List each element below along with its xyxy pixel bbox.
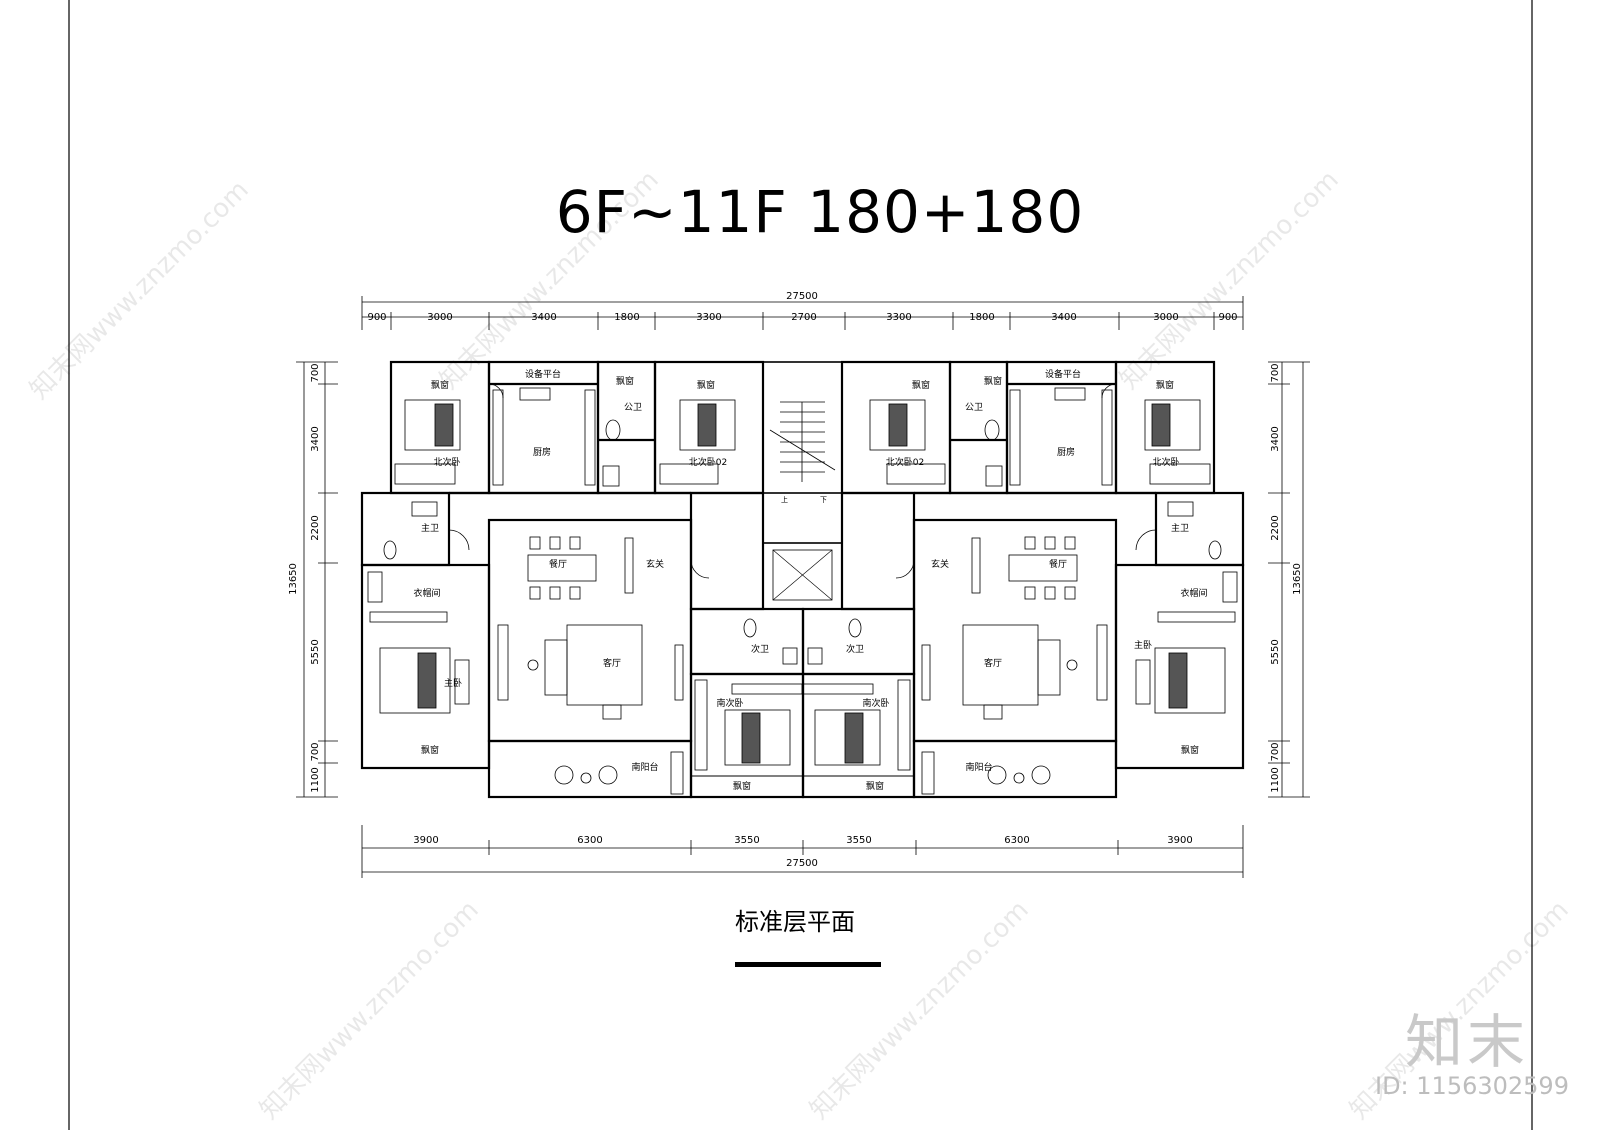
left-kitchen: 厨房 xyxy=(533,446,551,458)
right-north-bedroom: 北次卧 xyxy=(1152,456,1179,468)
right-dim-2: 3400 xyxy=(1270,426,1281,451)
left-bay-window-n1: 飘窗 xyxy=(431,379,449,391)
left-unit-walls xyxy=(360,360,805,799)
right-south-balcony: 南阳台 xyxy=(965,761,992,773)
right-total-dim: 13650 xyxy=(1292,563,1303,595)
left-dimension-chain: 13650 700 3400 2200 5550 700 1100 xyxy=(288,361,338,798)
left-south-bedroom: 南次卧 xyxy=(716,697,743,709)
right-dimension-chain: 13650 700 3400 2200 5550 700 1100 xyxy=(1268,361,1310,798)
bottom-dim-4: 3550 xyxy=(846,835,871,846)
right-dim-3: 2200 xyxy=(1270,515,1281,540)
left-bay-window-n2: 飘窗 xyxy=(616,375,634,387)
drawing-title: 6F~11F 180+180 xyxy=(555,178,1085,246)
right-master-bath: 主卫 xyxy=(1171,522,1189,534)
right-public-bath: 公卫 xyxy=(965,402,983,413)
top-dim-10: 3000 xyxy=(1153,312,1178,323)
top-dim-1: 900 xyxy=(367,312,386,323)
right-bay-window-s2: 飘窗 xyxy=(866,780,884,792)
left-master-bath: 主卫 xyxy=(421,522,439,534)
furniture xyxy=(367,387,1238,795)
right-dim-6: 1100 xyxy=(1270,767,1281,792)
door-swings xyxy=(448,383,1157,579)
left-second-bath: 次卫 xyxy=(751,643,769,655)
top-segment-ticks xyxy=(390,312,1215,330)
left-north-bedroom: 北次卧 xyxy=(433,456,460,468)
left-walk-in-closet: 衣帽间 xyxy=(413,587,440,599)
right-foyer: 玄关 xyxy=(931,558,949,570)
drawing-subtitle: 标准层平面 xyxy=(735,908,855,936)
left-public-bath: 公卫 xyxy=(624,402,642,413)
left-south-balcony: 南阳台 xyxy=(631,761,658,773)
left-master-bedroom: 主卧 xyxy=(444,677,462,689)
brand-logo: 知末 xyxy=(1405,1008,1530,1076)
left-dim-5: 700 xyxy=(310,742,321,761)
top-dim-5: 3300 xyxy=(696,312,721,323)
top-dim-11: 900 xyxy=(1218,312,1237,323)
right-bay-window-n2: 飘窗 xyxy=(984,375,1002,387)
left-living: 客厅 xyxy=(603,657,621,669)
top-dim-3: 3400 xyxy=(531,312,556,323)
subtitle-underline xyxy=(735,962,881,967)
top-dimension-chain: 27500 900 3000 3400 1800 3300 2700 3300 … xyxy=(361,291,1244,330)
top-total-dim: 27500 xyxy=(786,291,818,302)
left-north-bedroom-02: 北次卧02 xyxy=(689,456,727,468)
stair-up-label: 上 xyxy=(781,495,788,504)
right-unit-walls xyxy=(801,360,1245,799)
right-equipment-platform: 设备平台 xyxy=(1045,368,1081,380)
right-bay-window-n1: 飘窗 xyxy=(1156,379,1174,391)
top-dim-8: 1800 xyxy=(969,312,994,323)
right-dim-1: 700 xyxy=(1270,363,1281,382)
left-foyer: 玄关 xyxy=(646,558,664,570)
left-dim-1: 700 xyxy=(310,363,321,382)
right-north-bedroom-02: 北次卧02 xyxy=(886,456,924,468)
id-label: ID: 1156302599 xyxy=(1375,1072,1569,1100)
right-second-bath: 次卫 xyxy=(846,643,864,655)
left-bay-window-s2: 飘窗 xyxy=(733,780,751,792)
top-dim-4: 1800 xyxy=(614,312,639,323)
top-dim-7: 3300 xyxy=(886,312,911,323)
bottom-dim-6: 3900 xyxy=(1167,835,1192,846)
right-kitchen: 厨房 xyxy=(1057,446,1075,458)
right-dim-4: 5550 xyxy=(1270,639,1281,664)
bottom-total-dim: 27500 xyxy=(786,858,818,869)
right-dim-5: 700 xyxy=(1270,742,1281,761)
right-dining: 餐厅 xyxy=(1049,558,1067,570)
right-walk-in-closet: 衣帽间 xyxy=(1180,587,1207,599)
right-bay-window-s1: 飘窗 xyxy=(1181,744,1199,756)
stair-down-label: 下 xyxy=(820,496,827,504)
top-dim-2: 3000 xyxy=(427,312,452,323)
right-master-bedroom: 主卧 xyxy=(1134,639,1152,651)
right-bay-window-n3: 飘窗 xyxy=(912,379,930,391)
bottom-dim-1: 3900 xyxy=(413,835,438,846)
left-dim-4: 5550 xyxy=(310,639,321,664)
right-south-bedroom: 南次卧 xyxy=(862,697,889,709)
left-dim-3: 2200 xyxy=(310,515,321,540)
right-living: 客厅 xyxy=(984,657,1002,669)
core-stair-elevator xyxy=(762,361,843,610)
left-dim-6: 1100 xyxy=(310,767,321,792)
bottom-dim-3: 3550 xyxy=(734,835,759,846)
left-dim-2: 3400 xyxy=(310,426,321,451)
bottom-dim-2: 6300 xyxy=(577,835,602,846)
left-total-dim: 13650 xyxy=(288,563,299,595)
bottom-dim-5: 6300 xyxy=(1004,835,1029,846)
bottom-dimension-chain: 3900 6300 3550 3550 6300 3900 27500 xyxy=(361,825,1244,878)
top-dim-9: 3400 xyxy=(1051,312,1076,323)
left-bay-window-n3: 飘窗 xyxy=(697,379,715,391)
top-dim-6: 2700 xyxy=(791,312,816,323)
left-equipment-platform: 设备平台 xyxy=(525,368,561,380)
left-bay-window-s1: 飘窗 xyxy=(421,744,439,756)
left-dining: 餐厅 xyxy=(549,558,567,570)
